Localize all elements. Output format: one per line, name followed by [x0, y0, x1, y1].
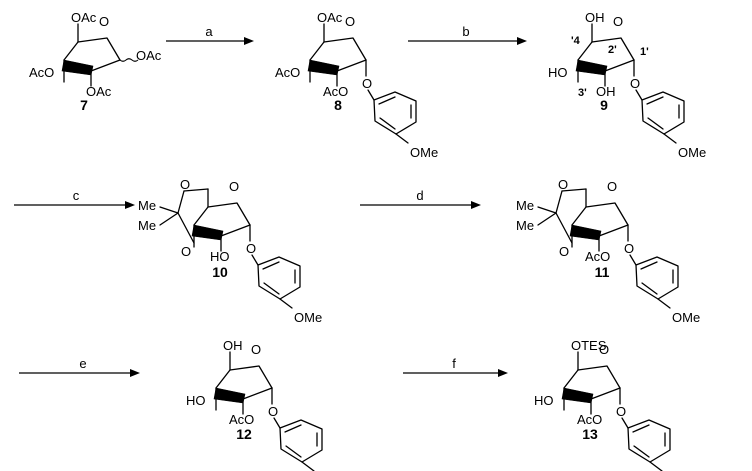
compound-number: 9	[600, 97, 608, 113]
methyl-label: Me	[516, 218, 534, 233]
methyl-label: Me	[138, 218, 156, 233]
hydroxyl-label: OH	[596, 84, 616, 99]
position-label-c2: 2'	[608, 44, 617, 56]
ether-oxygen: O	[630, 76, 640, 91]
ring-oxygen: O	[607, 179, 617, 194]
compound-9: O OH HO OH O OMe '4 2' 1' 3'	[548, 10, 706, 160]
reagent-label: e	[79, 356, 86, 371]
ring-oxygen: O	[99, 14, 109, 29]
reagent-label: f	[452, 356, 456, 371]
compound-8: O OAc AcO AcO O OMe	[275, 10, 438, 160]
acetyl-oxy-label: OAc	[136, 48, 162, 63]
methyl-label: Me	[516, 198, 534, 213]
compound-number: 13	[582, 426, 598, 442]
compound-number: 12	[236, 426, 252, 442]
acetyl-oxy-label: OAc	[317, 10, 343, 25]
methoxy-label: OMe	[410, 145, 438, 160]
methyl-label: Me	[138, 198, 156, 213]
acetoxy-label: AcO	[577, 412, 602, 427]
acetonide-oxygen: O	[180, 177, 190, 192]
acetyl-oxy-label: OAc	[86, 84, 112, 99]
ring-oxygen: O	[613, 14, 623, 29]
ether-oxygen: O	[246, 241, 256, 256]
compound-number: 10	[212, 264, 228, 280]
acetonide-oxygen: O	[559, 244, 569, 259]
reagent-label: c	[73, 188, 80, 203]
compound-number: 8	[334, 97, 342, 113]
silyl-ether-label: OTES	[571, 338, 607, 353]
position-label-c3: 3'	[578, 87, 587, 99]
hydroxy-label: HO	[186, 393, 206, 408]
hydroxy-label: HO	[210, 249, 230, 264]
methoxy-label: OMe	[678, 145, 706, 160]
acetyl-oxy-label: OAc	[71, 10, 97, 25]
reagent-label: d	[416, 188, 423, 203]
acetonide-oxygen: O	[181, 244, 191, 259]
reagent-label: b	[462, 24, 469, 39]
reaction-arrow-b[interactable]: b	[408, 24, 527, 45]
position-label-c4: '4	[571, 35, 581, 47]
acetonide-oxygen: O	[558, 177, 568, 192]
methoxy-label: OMe	[294, 310, 322, 325]
acetoxy-label: AcO	[275, 65, 300, 80]
compound-number: 11	[595, 264, 610, 280]
compound-number: 7	[80, 97, 88, 113]
hydroxyl-label: OH	[223, 338, 243, 353]
reaction-arrow-a[interactable]: a	[166, 24, 254, 45]
compound-12: O OH HO AcO O OMe	[186, 338, 323, 471]
compound-10: O O O Me Me HO O OMe	[138, 177, 322, 325]
ether-oxygen: O	[616, 404, 626, 419]
position-label-c1: 1'	[640, 46, 649, 58]
reagent-label: a	[205, 24, 213, 39]
ring-oxygen: O	[229, 179, 239, 194]
compound-11: O O O Me Me AcO O OMe	[516, 177, 700, 325]
acetoxy-label: AcO	[585, 249, 610, 264]
methoxy-label: OMe	[672, 310, 700, 325]
acetoxy-label: AcO	[229, 412, 254, 427]
acetoxy-label: AcO	[323, 84, 348, 99]
reaction-arrow-f[interactable]: f	[403, 356, 508, 377]
hydroxyl-label: OH	[585, 10, 605, 25]
hydroxy-label: HO	[548, 65, 568, 80]
reaction-arrow-c[interactable]: c	[14, 188, 135, 209]
reaction-arrow-e[interactable]: e	[19, 356, 140, 377]
ether-oxygen: O	[362, 76, 372, 91]
ether-oxygen: O	[268, 404, 278, 419]
ring-oxygen: O	[599, 342, 609, 357]
hydroxy-label: HO	[534, 393, 554, 408]
acetoxy-label: AcO	[29, 65, 54, 80]
reaction-arrow-d[interactable]: d	[360, 188, 481, 209]
compound-13: O OTES HO AcO O OMe	[534, 338, 671, 471]
ring-oxygen: O	[251, 342, 261, 357]
compound-7: O OAc AcO OAc OAc	[29, 10, 162, 99]
ring-oxygen: O	[345, 14, 355, 29]
ether-oxygen: O	[624, 241, 634, 256]
